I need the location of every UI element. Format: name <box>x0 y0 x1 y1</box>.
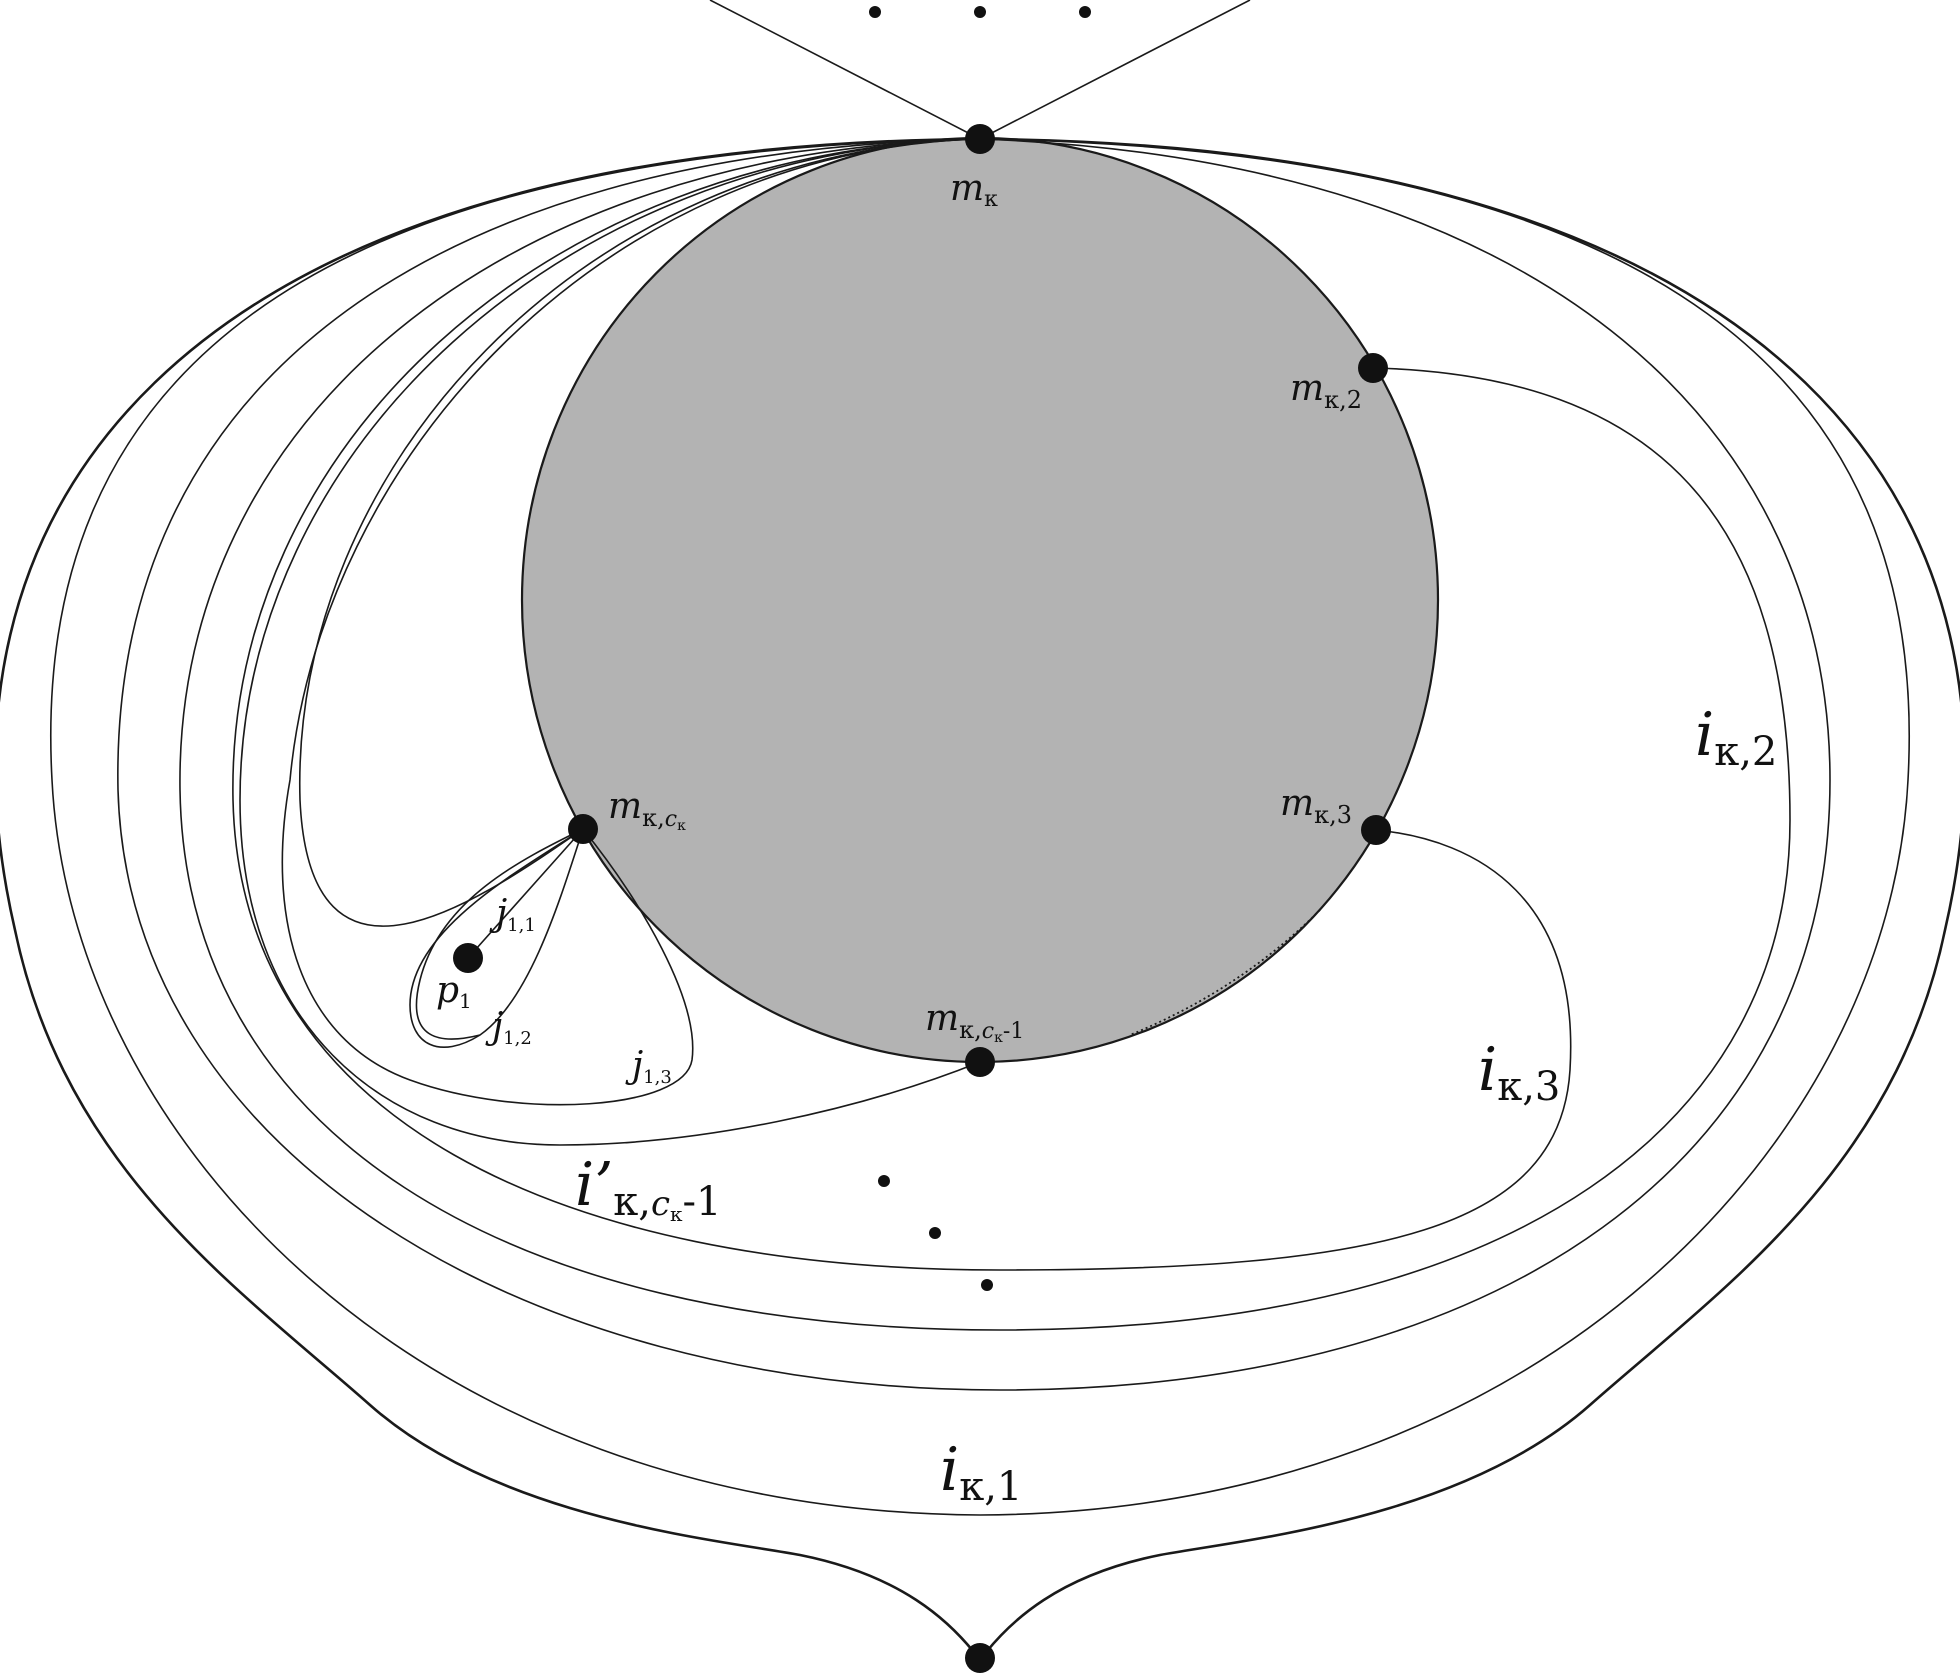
vertex-p-1 <box>453 943 483 973</box>
label-m-kappa-ck-1: mκ,cκ-1 <box>925 998 1024 1046</box>
edge-nested-loop-2 <box>117 138 1831 1391</box>
edge-j-1-3 <box>281 138 981 1106</box>
edge-extra-loop-a <box>299 138 981 927</box>
edge-i-kappa-1 <box>50 138 1910 1516</box>
label-i-kappa-1: iκ,1 <box>940 1435 1022 1510</box>
vertex-m-kappa-2 <box>1358 353 1388 383</box>
vertex-m-kappa-ck-1 <box>965 1047 995 1077</box>
edge-i-prime <box>239 138 981 1146</box>
vertex-m-kappa <box>965 124 995 154</box>
ellipsis-dot-inner-1 <box>878 1175 890 1187</box>
ellipsis-dot-inner-2 <box>929 1227 941 1239</box>
vertex-m-kappa-3 <box>1361 815 1391 845</box>
label-m-kappa-ck: mκ,cκ <box>608 786 686 834</box>
label-m-kappa: mκ <box>950 168 998 212</box>
label-m-kappa-3: mκ,3 <box>1280 783 1352 829</box>
edge-j-1-2-outer <box>415 828 584 1040</box>
edge-i-kappa-2 <box>179 138 1791 1331</box>
gray-disk <box>520 136 1440 1064</box>
top-edge-right <box>979 0 1251 140</box>
label-i-kappa-2: iκ,2 <box>1695 700 1777 775</box>
ellipsis-dot-top-3 <box>1079 6 1091 18</box>
label-p-1: p1 <box>436 970 472 1013</box>
edge-j-1-2 <box>409 828 584 1048</box>
ellipsis-dot-top-2 <box>974 6 986 18</box>
top-edge-left <box>709 0 981 140</box>
vertex-m-kappa-ck <box>568 814 598 844</box>
vertex-bottom-cusp <box>965 1643 995 1673</box>
label-j-1-1: j1,1 <box>489 893 536 936</box>
ellipsis-dot-top-1 <box>869 6 881 18</box>
label-j-1-3: j1,3 <box>625 1045 672 1088</box>
label-i-kappa-3: iκ,3 <box>1478 1035 1560 1110</box>
label-m-kappa-2: mκ,2 <box>1290 368 1362 414</box>
edge-j-1-1 <box>467 828 584 959</box>
label-j-1-2: j1,2 <box>485 1006 532 1049</box>
edge-i-kappa-3 <box>232 138 1572 1271</box>
ellipsis-dot-inner-3 <box>981 1279 993 1291</box>
label-i-prime-kappa: i’κ,cκ-1 <box>575 1150 722 1226</box>
